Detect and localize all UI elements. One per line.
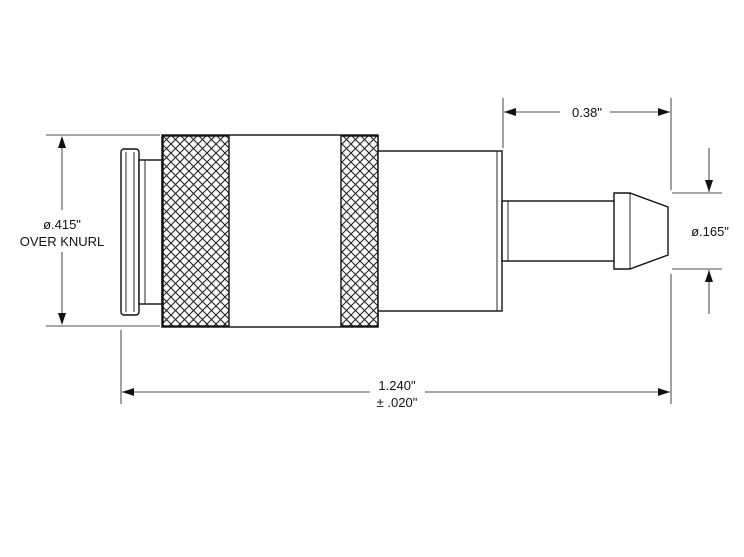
barb-shank — [501, 200, 621, 262]
knurl-diameter-label: ø.415" — [43, 217, 81, 232]
overall-length-tolerance: ± .020" — [377, 395, 418, 410]
front-lip — [120, 148, 140, 316]
knurl-band-left — [162, 135, 230, 327]
barb-tip — [613, 192, 669, 270]
knurl-diameter-note: OVER KNURL — [20, 234, 105, 249]
knurl-band-right — [340, 135, 379, 327]
barb-length-label: 0.38" — [572, 105, 602, 120]
dimension-barb-diameter: ø.165" — [672, 148, 729, 314]
coupling-body — [120, 134, 669, 328]
barb-diameter-label: ø.165" — [691, 224, 729, 239]
overall-length-label: 1.240" — [378, 378, 416, 393]
dimension-barb-length: 0.38" — [502, 98, 672, 190]
rear-stem — [377, 150, 503, 312]
dimension-knurl-diameter: ø.415" OVER KNURL — [20, 134, 160, 327]
neck — [138, 159, 163, 305]
dimension-overall-length: 1.240" ± .020" — [120, 274, 672, 410]
